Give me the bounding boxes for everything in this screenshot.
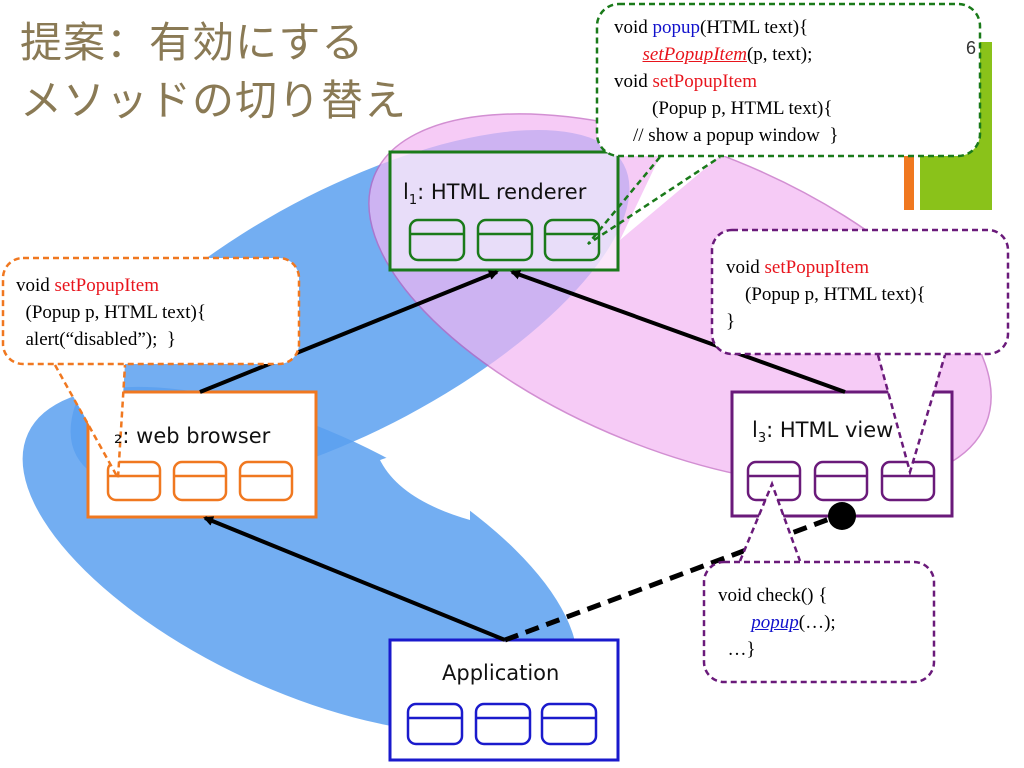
application-box	[388, 638, 620, 762]
application-slots	[406, 702, 598, 746]
l1-html-renderer-box	[388, 150, 620, 272]
callout-left	[1, 256, 301, 483]
page-number: 6	[966, 38, 977, 58]
callout-bottom-text: void check() { popup(…); …}	[718, 585, 836, 660]
callout-top-text: void popup(HTML text){ setPopupItem(p, t…	[614, 17, 839, 146]
arrow-app-to-l2	[203, 516, 506, 642]
callout-right-text: void setPopupItem (Popup p, HTML text){}	[726, 257, 926, 332]
slide-title: 提案：有効にする メソッドの切り替え	[20, 14, 407, 130]
l3-label: l3: HTML view	[752, 418, 894, 447]
slide-title-line1: 提案：有効にする	[20, 18, 365, 67]
arrow-l2-to-l1	[199, 270, 499, 394]
decorative-orange-bar	[904, 150, 914, 210]
l2-slots	[106, 460, 294, 502]
connector-dot	[828, 502, 856, 530]
application-label: Application	[442, 661, 560, 685]
l1-label: l1: HTML renderer	[403, 180, 587, 209]
callout-bottom	[702, 480, 936, 684]
callout-right	[710, 228, 1010, 477]
l1-slots	[408, 218, 601, 262]
slide-title-line2: メソッドの切り替え	[20, 76, 408, 125]
l2-web-browser-box	[86, 390, 318, 519]
l2-label: ₂: web browser	[114, 424, 271, 448]
arrow-l3-to-l1	[510, 270, 846, 394]
callout-left-text: void setPopupItem (Popup p, HTML text){ …	[16, 275, 206, 350]
callout-top	[587, 2, 982, 246]
